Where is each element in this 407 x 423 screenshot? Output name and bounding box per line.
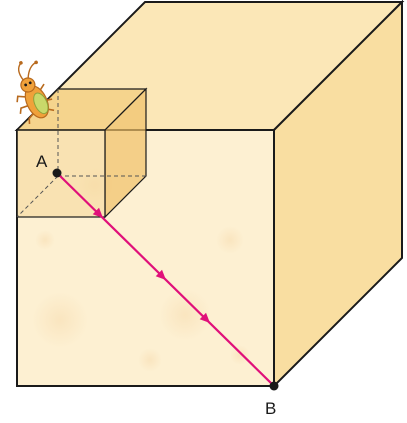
arrowhead-icon: [155, 269, 166, 280]
point-b: [269, 381, 279, 391]
bug-icon: [16, 60, 55, 125]
point-a: [52, 168, 62, 178]
arrowhead-icon: [92, 207, 103, 218]
front-face-texture: [32, 167, 250, 372]
arrowhead-icon: [199, 312, 210, 323]
path-arrowheads: [92, 207, 210, 323]
point-a-label: A: [36, 152, 48, 171]
small-cube-hidden-edge: [16, 175, 59, 218]
point-b-label: B: [265, 399, 276, 418]
